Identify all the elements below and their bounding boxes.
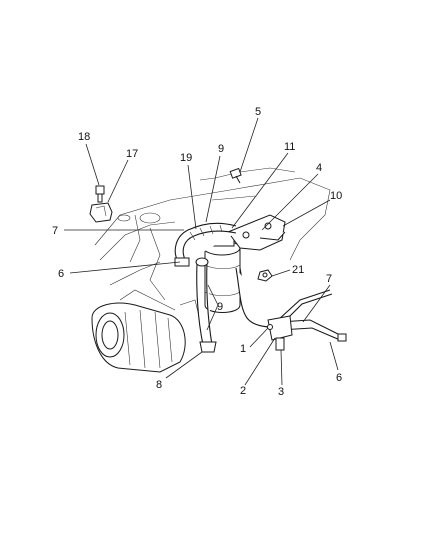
callout-9-lower: 9	[217, 301, 223, 313]
callout-4: 4	[316, 162, 322, 174]
leader-lines	[64, 117, 339, 386]
callout-6-right: 6	[336, 372, 342, 384]
bolt-18	[95, 185, 105, 203]
discharge-hose-vertical	[195, 257, 217, 353]
clip-17	[89, 202, 113, 223]
callout-10: 10	[330, 190, 342, 202]
alternator	[91, 299, 201, 373]
callout-7-left: 7	[52, 225, 58, 237]
callout-8: 8	[156, 379, 162, 391]
callout-18: 18	[78, 131, 90, 143]
liquid-line	[235, 267, 347, 342]
callout-9-top: 9	[218, 143, 224, 155]
callout-labels: 18 17 19 9 5 11 4 10 7 6 21 7 9 1 8 2 3 …	[52, 106, 342, 398]
suction-hose-upper	[174, 222, 237, 267]
callout-11: 11	[284, 141, 295, 153]
mounting-bracket	[227, 214, 286, 251]
callout-7-right: 7	[326, 273, 332, 285]
callout-1: 1	[240, 343, 246, 355]
callout-3: 3	[278, 386, 284, 398]
callout-2: 2	[240, 385, 246, 397]
callout-6-left: 6	[58, 268, 64, 280]
nut-21	[257, 269, 273, 282]
callout-19: 19	[180, 152, 192, 164]
bolt-5	[229, 167, 242, 184]
callout-17: 17	[126, 148, 138, 160]
callout-21: 21	[292, 264, 304, 276]
line-clamp	[267, 315, 293, 351]
callout-5: 5	[255, 106, 261, 118]
